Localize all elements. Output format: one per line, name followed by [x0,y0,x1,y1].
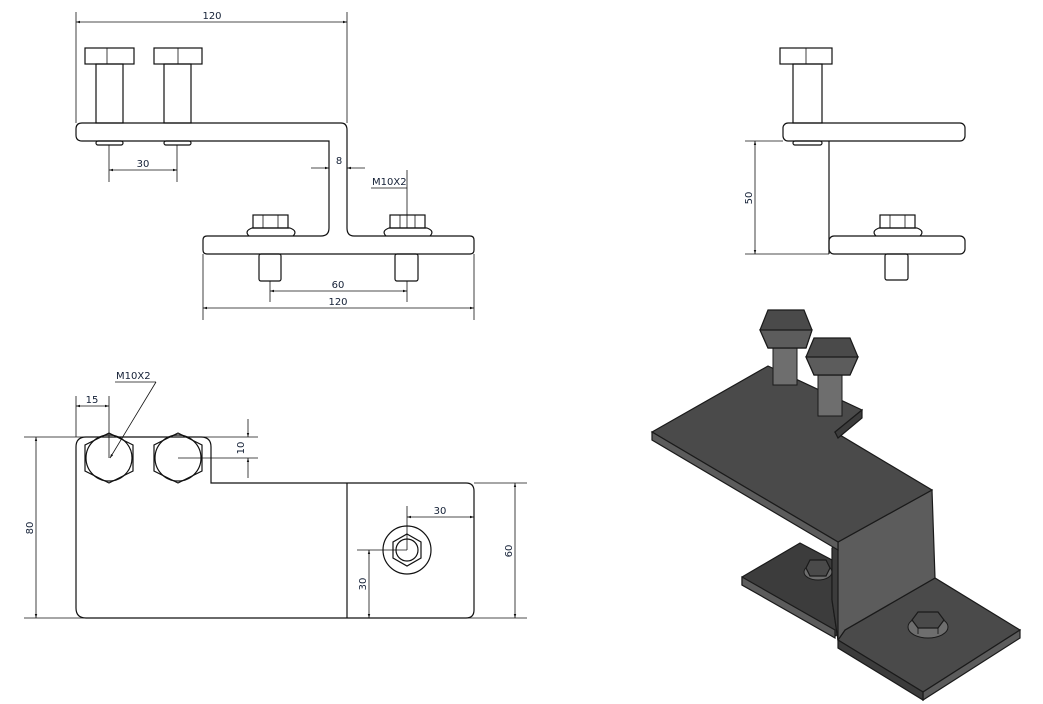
iso-bolt-1 [759,309,813,386]
dim-label-30-horizontal: 30 [434,506,447,517]
dim-label-50: 50 [744,192,755,205]
dim-label-10: 10 [236,442,247,455]
side-view: 50 [744,47,966,281]
top-bolt-1 [84,47,135,124]
isometric-render [650,309,1022,702]
iso-lower-left-nut [803,559,833,581]
dim-label-120-top: 120 [202,11,221,22]
dim-label-80: 80 [25,522,36,535]
bracket-profile [75,122,475,255]
plan-outline [75,436,475,619]
top-bolt-2 [153,47,203,124]
dim-label-30-vertical: 30 [358,578,369,591]
dim-label-120-bottom: 120 [328,297,347,308]
plan-view: 10 15 M10X2 80 60 30 30 [24,371,527,619]
dim-label-60-front: 60 [332,280,345,291]
lower-nut-left [246,214,296,282]
iso-bolt-2 [805,337,859,417]
front-view: 120 30 8 M10X2 [75,11,475,320]
dim-label-60-plan: 60 [504,545,515,558]
lower-nut-right [383,214,433,282]
dim-label-8: 8 [336,156,342,167]
dim-label-15: 15 [86,395,99,406]
dim-label-30-top: 30 [137,159,150,170]
thread-callout-front: M10X2 [372,177,407,188]
iso-lower-right-nut [907,611,949,639]
thread-callout-plan: M10X2 [116,371,151,382]
